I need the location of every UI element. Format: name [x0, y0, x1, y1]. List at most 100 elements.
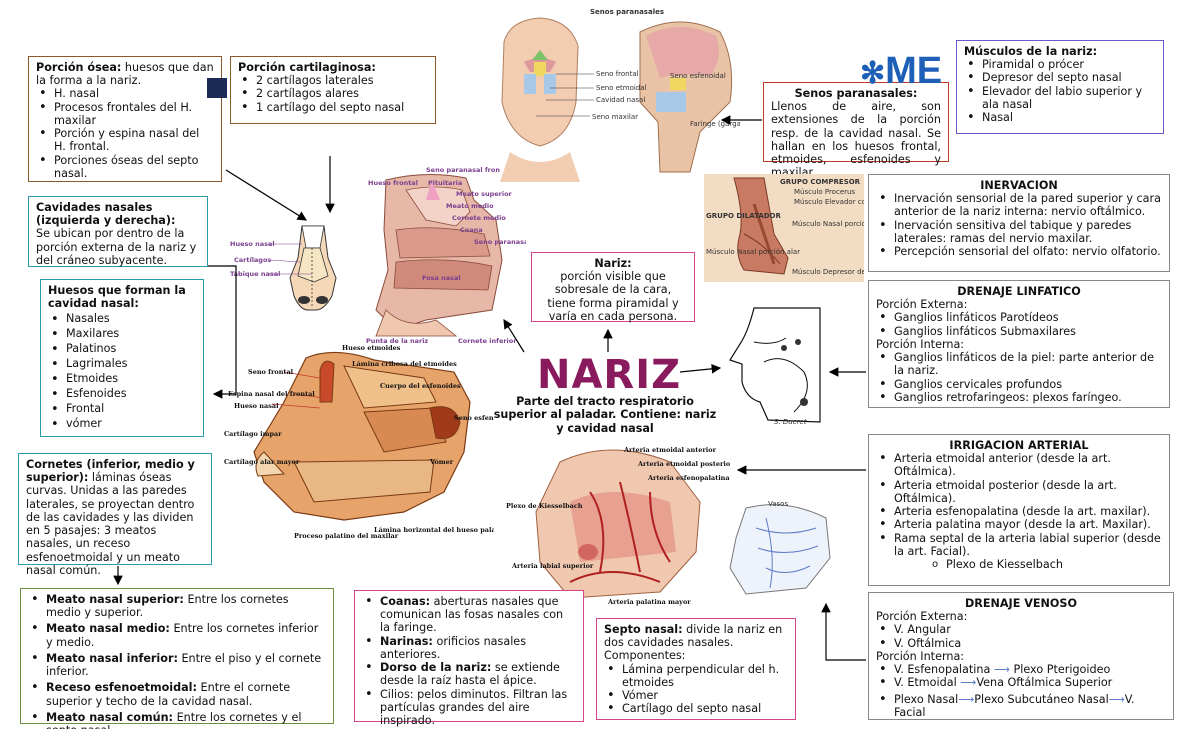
- senos-label: Seno etmoidal: [596, 84, 647, 92]
- list-item: Esfenoides: [48, 386, 196, 403]
- septo-box: Septo nasal: divide la nariz en dos cavi…: [596, 618, 796, 720]
- list-item: Coanas: aberturas nasales que comunican …: [362, 594, 576, 635]
- sagittal-label: Fosa nasal: [422, 274, 461, 282]
- sagittal-label: Punta de la nariz: [366, 337, 428, 345]
- cart-label: Hueso nasal: [230, 240, 275, 248]
- muscle-label: GRUPO DILATADOR: [706, 212, 781, 220]
- venoso-interna: Porción Interna:: [876, 649, 965, 663]
- list-item: Ganglios linfáticos Submaxilares: [876, 324, 1162, 340]
- list-item: Porciones óseas del septo nasal.: [36, 153, 214, 180]
- list-item: V. Etmoidal ⟶Vena Oftálmica Superior: [876, 675, 1166, 691]
- list-item: Ganglios linfáticos de la piel: parte an…: [876, 350, 1162, 377]
- artery-label: Arteria labial superior: [511, 562, 594, 570]
- senos-box: Senos paranasales: Llenos de aire, son e…: [763, 82, 949, 179]
- nariz-def-title: Nariz:: [594, 257, 632, 270]
- list-item: 2 cartílagos laterales: [238, 73, 428, 89]
- arrow-right-icon: ⟶: [1108, 692, 1125, 706]
- list-item: Lámina perpendicular del h. etmoides: [604, 662, 788, 689]
- muscle-label: Músculo Procerus: [794, 188, 855, 196]
- senos-label: Cavidad nasal: [596, 96, 645, 104]
- list-item: Vómer: [604, 688, 788, 704]
- senos-figure: Senos paranasales Seno frontal Seno etmo…: [490, 2, 740, 182]
- list-item: Maxilares: [48, 326, 196, 343]
- list-item: V. Angular: [876, 622, 1166, 638]
- face-lymph-figure: S. Ducret: [724, 302, 826, 428]
- list-item: Rama septal de la arteria labial superio…: [876, 531, 1162, 558]
- sagittal-label: Seno paranasal esfenoidal: [474, 238, 526, 246]
- porcion-osea-title: Porción ósea:: [36, 61, 122, 74]
- inervacion-box: INERVACION Inervación sensorial de la pa…: [868, 174, 1170, 272]
- list-item: Depresor del septo nasal: [964, 70, 1156, 86]
- bone-label: Hueso etmoides: [342, 344, 401, 352]
- cartilage-figure: Hueso nasal Cartílagos Tabique nasal: [228, 218, 366, 318]
- list-item: Piramidal o prócer: [964, 57, 1156, 73]
- senos-figure-title: Senos paranasales: [590, 8, 664, 16]
- senos-label: Seno frontal: [596, 70, 639, 78]
- linfatico-box: DRENAJE LINFATICO Porción Externa: Gangl…: [868, 280, 1170, 408]
- muscle-figure: GRUPO COMPRESOR Músculo Procerus Músculo…: [704, 174, 864, 282]
- list-item: Lagrimales: [48, 356, 196, 373]
- cavidades-box: Cavidades nasales (izquierda y derecha):…: [28, 196, 208, 267]
- musculos-title: Músculos de la nariz:: [964, 45, 1098, 58]
- huesos-title: Huesos que forman la cavidad nasal:: [48, 284, 186, 311]
- musculos-box: Músculos de la nariz: Piramidal o prócer…: [956, 40, 1164, 134]
- venous-figure: Vasos: [706, 498, 868, 602]
- face-credit: S. Ducret: [774, 418, 807, 426]
- list-item: Nasal: [964, 110, 1156, 126]
- list-item: Inervación sensitiva del tabique y pared…: [876, 218, 1162, 245]
- list-item: Palatinos: [48, 341, 196, 358]
- list-item: H. nasal: [36, 86, 214, 102]
- cornetes-text: láminas óseas curvas. Unidas a las pared…: [26, 471, 195, 577]
- artery-label: Arteria etmoidal posterior: [637, 460, 730, 468]
- nariz-definition-box: Nariz: porción visible que sobresale de …: [531, 252, 695, 323]
- bone-label: Cartílago impar: [224, 430, 282, 438]
- bone-label: Lámina horizontal del hueso palatino: [374, 526, 494, 534]
- sagittal-label: Cornete inferior: [458, 337, 517, 345]
- artery-label: Arteria esfenopalatina: [647, 474, 730, 482]
- list-item: Frontal: [48, 401, 196, 418]
- senos-label: Seno maxilar: [592, 113, 638, 121]
- senos-title: Senos paranasales:: [794, 87, 918, 100]
- inervacion-title: INERVACION: [980, 179, 1058, 192]
- septo-title: Septo nasal:: [604, 623, 683, 636]
- bone-section-figure: Hueso etmoides Lámina cribosa del etmoid…: [224, 342, 494, 550]
- list-item: V. Oftálmica: [876, 636, 1166, 652]
- list-item: Inervación sensorial de la pared superio…: [876, 191, 1162, 218]
- list-item: Elevador del labio superior y ala nasal: [964, 84, 1156, 111]
- venoso-box: DRENAJE VENOSO Porción Externa: V. Angul…: [868, 592, 1174, 720]
- porcion-osea-text: huesos que dan la forma a la nariz.: [36, 61, 214, 88]
- logo-text: ME: [885, 50, 943, 92]
- cornetes-title: Cornetes (inferior, medio y superior):: [26, 458, 195, 485]
- sagittal-label: Meato superior: [456, 190, 513, 198]
- list-item: Arteria palatina mayor (desde la art. Ma…: [876, 517, 1162, 533]
- list-item: Meato nasal común: Entre los cornetes y …: [28, 710, 326, 729]
- list-item: 1 cartílago del septo nasal: [238, 100, 428, 116]
- cavidades-title: Cavidades nasales (izquierda y derecha):: [36, 201, 176, 228]
- irrigacion-title: IRRIGACION ARTERIAL: [949, 439, 1089, 452]
- senos-label: Seno esfenoidal: [670, 72, 726, 80]
- artery-label: Plexo de Kiesselbach: [506, 502, 583, 510]
- senos-label: Faringe (garganta): [690, 120, 740, 128]
- page-title: NARIZ: [537, 352, 682, 398]
- bone-label: Seno frontal: [248, 368, 294, 376]
- componentes-box: Coanas: aberturas nasales que comunican …: [354, 590, 584, 727]
- list-item: Narinas: orificios nasales anteriores.: [362, 634, 576, 661]
- arrow-right-icon: ⟶: [958, 692, 975, 706]
- sagittal-label: Pituitaria: [428, 179, 462, 187]
- list-item: Ganglios retrofaringeos: plexos faríngeo…: [876, 390, 1162, 406]
- venoso-title: DRENAJE VENOSO: [964, 597, 1077, 610]
- list-item: Cartílago del septo nasal: [604, 701, 788, 717]
- cart-label: Cartílagos: [234, 256, 271, 264]
- list-item: Arteria etmoidal posterior (desde la art…: [876, 478, 1162, 505]
- list-item: Procesos frontales del H. maxilar: [36, 100, 214, 127]
- cornetes-box: Cornetes (inferior, medio y superior): l…: [18, 453, 212, 577]
- bone-label: Seno esfenoidal: [454, 414, 494, 422]
- muscle-label: Músculo Nasal porción alar: [706, 248, 800, 256]
- linfatico-externa: Porción Externa:: [876, 298, 968, 312]
- septo-text: divide la nariz en dos cavidades nasales…: [604, 623, 783, 663]
- list-item: Meato nasal medio: Entre los cornetes in…: [28, 621, 326, 648]
- list-item: Cilios: pelos diminutos. Filtran las par…: [362, 687, 576, 728]
- artery-label: Arteria palatina mayor: [607, 598, 691, 606]
- list-item: Ganglios cervicales profundos: [876, 377, 1162, 393]
- sagittal-label: Cornete medio: [452, 214, 506, 222]
